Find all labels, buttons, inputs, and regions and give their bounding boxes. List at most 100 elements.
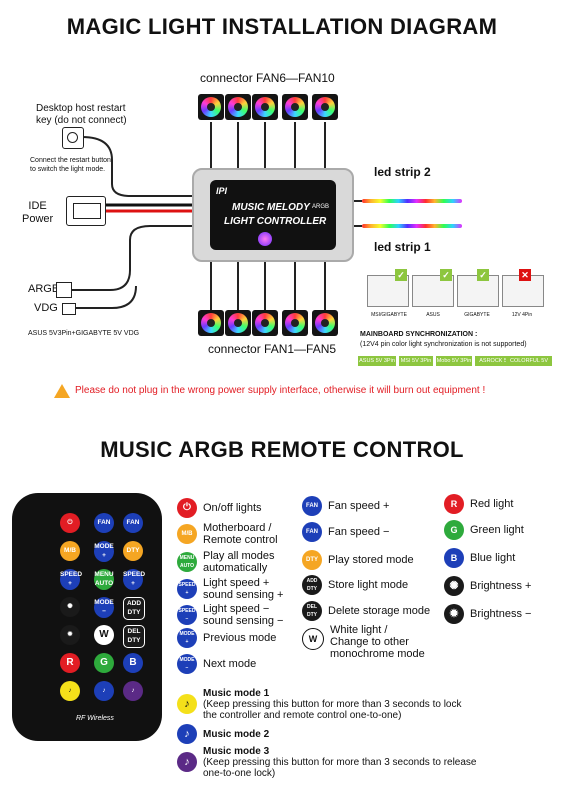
- dty-button[interactable]: DTY: [123, 541, 143, 561]
- ide-power-label: IDE Power: [22, 200, 54, 225]
- check-icon: ✓: [477, 269, 489, 281]
- red-icon: R: [444, 494, 464, 514]
- header-label: ASUS: [426, 312, 440, 318]
- legend-text: Fan speed −: [328, 526, 390, 538]
- legend-play-stored: DTY Play stored mode: [302, 550, 414, 570]
- menu-auto-button[interactable]: MENU AUTO: [94, 569, 114, 590]
- legend-music-3: ♪ Music mode 3 (Keep pressing this butto…: [177, 746, 477, 779]
- legend-text: Blue light: [470, 552, 516, 564]
- fan-10: [312, 94, 338, 120]
- legend-text: Green light: [470, 524, 524, 536]
- legend-fan-down: FAN Fan speed −: [302, 522, 389, 542]
- legend-text: Store light mode: [328, 579, 409, 591]
- white-button[interactable]: W: [94, 625, 114, 645]
- legend-text: Red light: [470, 498, 514, 510]
- speed-minus-icon: SPEED−: [177, 605, 197, 625]
- led-strip-2-label: led strip 2: [374, 165, 431, 179]
- blue-button[interactable]: B: [123, 653, 143, 673]
- speed-plus-button[interactable]: SPEED +: [60, 569, 82, 590]
- remote-brand: RF Wireless: [76, 715, 114, 722]
- mainboard-sync-title: MAINBOARD SYNCHRONIZATION :: [360, 331, 478, 338]
- brightness-down-icon: ✹: [444, 604, 464, 624]
- mode-minus-icon: MODE−: [177, 654, 197, 674]
- legend-music-2: ♪ Music mode 2: [177, 724, 269, 744]
- header-12v-4pin: [502, 275, 544, 307]
- argb-connector: [56, 282, 72, 298]
- fan-minus-icon: FAN: [302, 522, 322, 542]
- fan-4: [282, 310, 308, 336]
- music-mode-2-button[interactable]: ♪: [94, 681, 114, 701]
- blue-icon: B: [444, 548, 464, 568]
- brightness-up-icon: ✺: [444, 576, 464, 596]
- power-icon: [67, 132, 78, 143]
- led-strip-1-label: led strip 1: [374, 240, 431, 254]
- brightness-up-button[interactable]: ✺: [60, 597, 80, 617]
- fan-1: [198, 310, 224, 336]
- legend-text: Light speed − sound sensing −: [203, 603, 284, 627]
- fan-9: [282, 94, 308, 120]
- vdg-connector: [62, 303, 76, 315]
- controller-logo: IPI: [216, 186, 228, 196]
- mode-minus-button[interactable]: MODE −: [94, 597, 114, 618]
- mainboard-sync-note: (12V4 pin color light synchronization is…: [360, 341, 527, 348]
- music-mode-1-button[interactable]: ♪: [60, 681, 80, 701]
- controller-led: [258, 232, 272, 246]
- music-mode-desc: (Keep pressing this button for more than…: [203, 699, 462, 721]
- music-note-icon: ♪: [177, 724, 197, 744]
- mb-icon: M/B: [177, 524, 197, 544]
- legend-text: Play stored mode: [328, 554, 414, 566]
- remote-title: MUSIC ARGB REMOTE CONTROL: [100, 437, 464, 462]
- add-dty-button[interactable]: ADD DTY: [123, 597, 145, 620]
- ide-connector: [66, 196, 106, 226]
- white-icon: W: [302, 628, 324, 650]
- legend-text: On/off lights: [203, 502, 262, 514]
- fan-down-button[interactable]: FAN: [123, 513, 143, 533]
- led-strip-2: [362, 199, 462, 203]
- legend-bright-down: ✹ Brightness −: [444, 604, 531, 624]
- speed-plus-icon: SPEED+: [177, 579, 197, 599]
- music-mode-3-button[interactable]: ♪: [123, 681, 143, 701]
- fan-top-label: connector FAN6—FAN10: [200, 71, 335, 85]
- power-icon: ⏻: [177, 498, 197, 518]
- wiring-lines: [68, 122, 362, 310]
- legend-bright-up: ✺ Brightness +: [444, 576, 531, 596]
- legend-text: White light / Change to other monochrome…: [330, 624, 425, 660]
- power-button[interactable]: ⏻: [60, 513, 80, 533]
- sync-tag: COLORFUL 5V 3Pin: [506, 356, 552, 374]
- warning-icon: [54, 384, 70, 398]
- legend-blue: B Blue light: [444, 548, 515, 568]
- speed-plus-button-2[interactable]: SPEED +: [123, 569, 145, 590]
- brightness-down-button[interactable]: ✹: [60, 625, 80, 645]
- fan-8: [252, 94, 278, 120]
- warning-text: Please do not plug in the wrong power su…: [75, 385, 486, 396]
- restart-key: [62, 127, 84, 149]
- header-msi-gigabyte: [367, 275, 409, 307]
- fan-plus-icon: FAN: [302, 496, 322, 516]
- del-dty-button[interactable]: DEL DTY: [123, 625, 145, 648]
- header-gigabyte: [457, 275, 499, 307]
- sync-tag: MSI 5V 3Pin: [399, 356, 433, 366]
- header-label: MSI/GIGABYTE: [371, 312, 407, 318]
- music-mode-title: Music mode 3: [203, 746, 270, 757]
- music-mode-desc: (Keep pressing this button for more than…: [203, 757, 477, 779]
- mode-plus-button[interactable]: MODE +: [94, 541, 114, 562]
- legend-speed-up: SPEED+ Light speed + sound sensing +: [177, 577, 283, 601]
- legend-speed-down: SPEED− Light speed − sound sensing −: [177, 603, 283, 627]
- mb-button[interactable]: M/B: [60, 541, 80, 561]
- sync-tag: ASUS 5V 3Pin: [358, 356, 396, 366]
- legend-text: Brightness +: [470, 580, 532, 592]
- legend-text: Light speed + sound sensing +: [203, 577, 284, 601]
- fan-up-button[interactable]: FAN: [94, 513, 114, 533]
- argb-label: ARGB: [28, 283, 60, 295]
- mode-plus-icon: MODE+: [177, 628, 197, 648]
- check-icon: ✓: [440, 269, 452, 281]
- remote-control: ⏻ FAN FAN M/B MODE + DTY SPEED + MENU AU…: [12, 493, 162, 741]
- green-button[interactable]: G: [94, 653, 114, 673]
- install-title: MAGIC LIGHT INSTALLATION DIAGRAM: [66, 14, 498, 39]
- controller-line1: MUSIC MELODY: [232, 202, 310, 213]
- legend-text: Previous mode: [203, 632, 277, 644]
- red-button[interactable]: R: [60, 653, 80, 673]
- green-icon: G: [444, 520, 464, 540]
